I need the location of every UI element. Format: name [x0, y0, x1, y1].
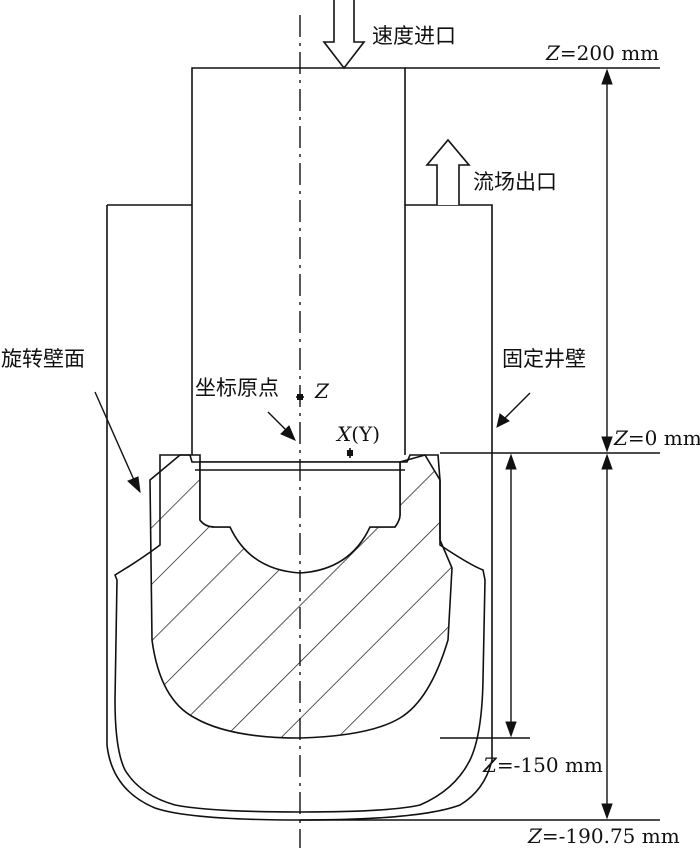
dimension-190-arrow: [601, 453, 613, 820]
dim-label-z0: Z=0 mm: [613, 426, 700, 450]
flow-outlet-label: 流场出口: [473, 170, 557, 194]
drill-pipe: [191, 67, 406, 455]
dim-label-zm190: Z=-190.75 mm: [527, 824, 680, 848]
fixed-wall-leader: [496, 392, 531, 428]
xy-axis-label: X(Y): [335, 422, 380, 446]
origin-leader: [267, 411, 296, 441]
outlet-arrow-icon: [425, 138, 471, 205]
dimension-150-arrow: [505, 453, 517, 738]
z-axis-label: Z: [314, 379, 330, 403]
fixed-wall-label: 固定井壁: [502, 347, 586, 371]
velocity-inlet-label: 速度进口: [372, 24, 456, 48]
rotating-wall-outline: [114, 454, 486, 813]
rotating-wall-leader: [94, 391, 141, 494]
dim-label-z200: Z=200 mm: [545, 41, 659, 65]
rotating-wall-label: 旋转壁面: [1, 347, 85, 371]
dimension-200-arrow: [601, 68, 613, 453]
origin-label: 坐标原点: [195, 376, 279, 400]
inlet-arrow-icon: [322, 0, 366, 70]
dim-label-zm150: Z=-150 mm: [482, 753, 603, 777]
